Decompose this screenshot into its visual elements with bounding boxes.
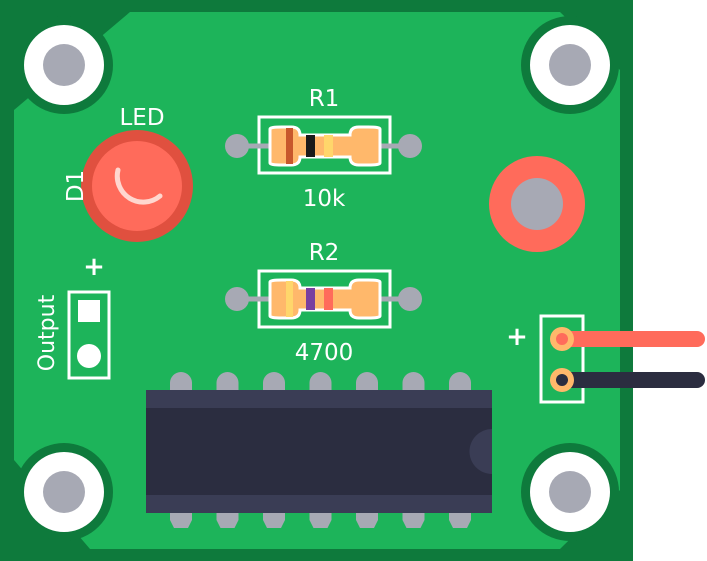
power-header <box>539 314 705 404</box>
r1-band-3 <box>324 135 333 157</box>
r2-pad-right <box>398 287 422 311</box>
r2-band-3 <box>324 288 333 310</box>
resistor-r2 <box>225 269 422 329</box>
power-polarity: + <box>506 322 528 352</box>
ic-body-top-edge <box>146 390 492 408</box>
r1-value: 10k <box>303 186 346 212</box>
led-designator: D1 <box>63 170 89 202</box>
r2-pad-left <box>225 287 249 311</box>
led-component <box>81 130 193 242</box>
r1-band-2 <box>306 135 315 157</box>
output-label: Output <box>35 294 60 371</box>
mounting-hole-top-right <box>521 16 619 114</box>
mounting-hole-top-left <box>15 16 113 114</box>
ic-body <box>146 390 492 513</box>
round-test-pad <box>489 156 585 252</box>
r2-designator: R2 <box>309 240 340 266</box>
led-dome <box>92 141 182 231</box>
output-polarity: + <box>83 252 105 282</box>
r2-value: 4700 <box>295 340 354 366</box>
r1-pad-right <box>398 134 422 158</box>
r1-designator: R1 <box>309 86 340 112</box>
ic-chip <box>146 372 492 528</box>
output-header <box>67 290 111 380</box>
ic-body-bottom-edge <box>146 495 492 513</box>
mounting-hole-bottom-left <box>15 443 113 541</box>
r1-pad-left <box>225 134 249 158</box>
output-pin-round <box>77 344 101 368</box>
led-label: LED <box>119 105 164 131</box>
r2-band-2 <box>306 288 315 310</box>
ic-notch <box>469 429 492 474</box>
led-highlight <box>114 167 163 205</box>
r1-band-1 <box>286 128 293 164</box>
mounting-hole-bottom-right <box>521 443 619 541</box>
output-pin-square <box>78 300 100 322</box>
resistor-r1 <box>225 115 422 175</box>
r2-band-1 <box>286 281 293 317</box>
